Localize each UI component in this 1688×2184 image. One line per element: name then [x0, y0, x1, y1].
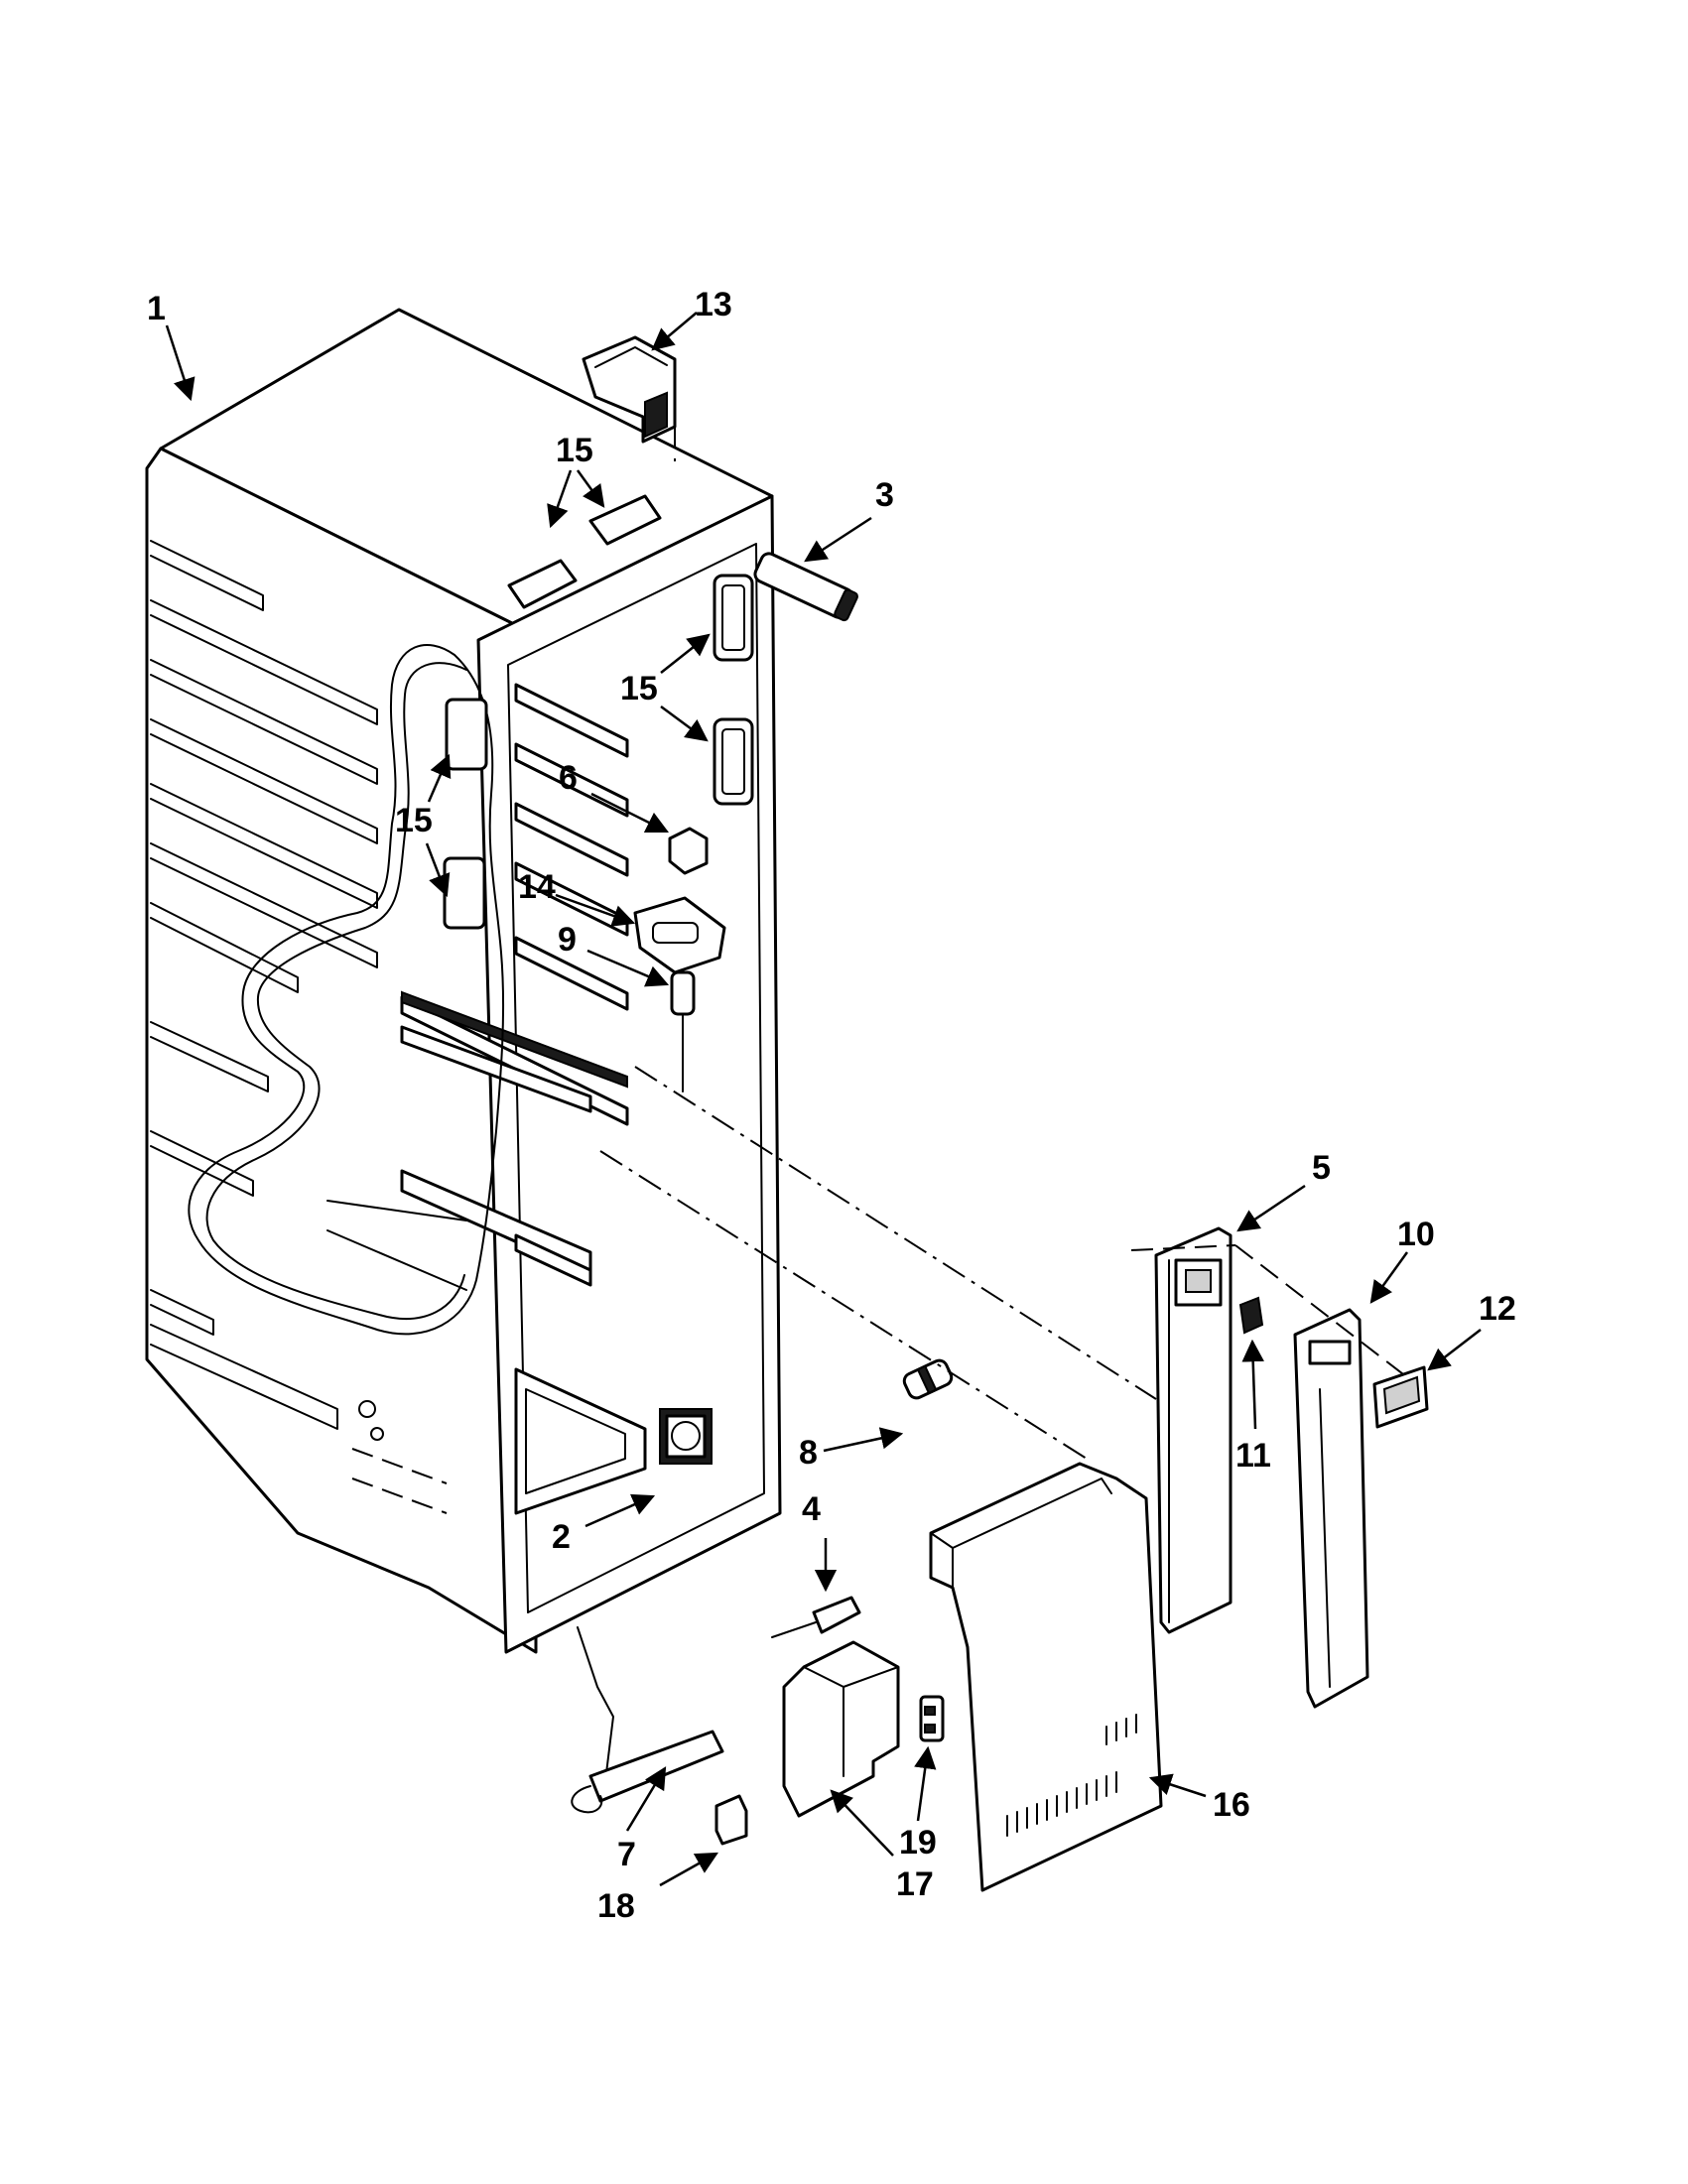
callout-8: 8: [799, 1434, 818, 1472]
callout-9: 9: [558, 921, 577, 959]
part-17-trough: [782, 1640, 900, 1818]
leader-arrows: [165, 312, 1482, 1887]
callout-19: 19: [899, 1824, 937, 1862]
part-13-bracket: [582, 335, 677, 461]
callout-15-right: 15: [620, 670, 658, 707]
part-5-control-panel: [1154, 1226, 1233, 1634]
callout-13: 13: [695, 286, 732, 323]
part-3-tube: [753, 552, 858, 622]
callout-17: 17: [896, 1865, 934, 1903]
part-16-evap-cover: [929, 1462, 1163, 1892]
callout-16: 16: [1213, 1786, 1250, 1824]
callout-3: 3: [875, 476, 894, 514]
part-2-fan: [659, 1408, 713, 1465]
inner-shelf-rails: [400, 683, 629, 1287]
callout-7: 7: [617, 1836, 636, 1873]
evap-cover-vents: [1006, 1714, 1137, 1837]
callout-15-left: 15: [395, 802, 433, 839]
alignment-lines: [599, 1066, 1408, 1460]
part-7-heater: [571, 1626, 724, 1814]
callout-10: 10: [1397, 1216, 1435, 1253]
part-12-nameplate: [1372, 1365, 1429, 1429]
callout-labels: 1 13 15 3 15 15 6 14 9 2 8 4 5 10 12 11 …: [147, 286, 1516, 1925]
callout-18: 18: [597, 1887, 635, 1925]
callout-14: 14: [518, 868, 556, 906]
part-15-light-housings: [443, 494, 754, 930]
callout-11: 11: [1235, 1437, 1271, 1475]
part-4-thermistor: [771, 1596, 861, 1638]
callout-2: 2: [552, 1518, 571, 1556]
part-1-liner: [145, 308, 782, 1654]
part-10-control-housing: [1293, 1308, 1369, 1709]
part-18-block: [714, 1794, 748, 1846]
part-14-light-cover: [633, 896, 726, 974]
part-11-switch: [1238, 1296, 1264, 1335]
part-19-clip: [919, 1695, 945, 1742]
callout-12: 12: [1479, 1290, 1516, 1328]
callout-15-top: 15: [556, 432, 593, 469]
callout-1: 1: [147, 290, 166, 327]
part-9-sensor: [670, 970, 696, 1092]
callout-6: 6: [559, 759, 578, 797]
cutaway-outline: [188, 644, 505, 1336]
part-8-fitting: [902, 1358, 954, 1400]
callout-4: 4: [802, 1490, 821, 1528]
callout-5: 5: [1312, 1149, 1331, 1187]
part-6-clip: [668, 827, 709, 875]
